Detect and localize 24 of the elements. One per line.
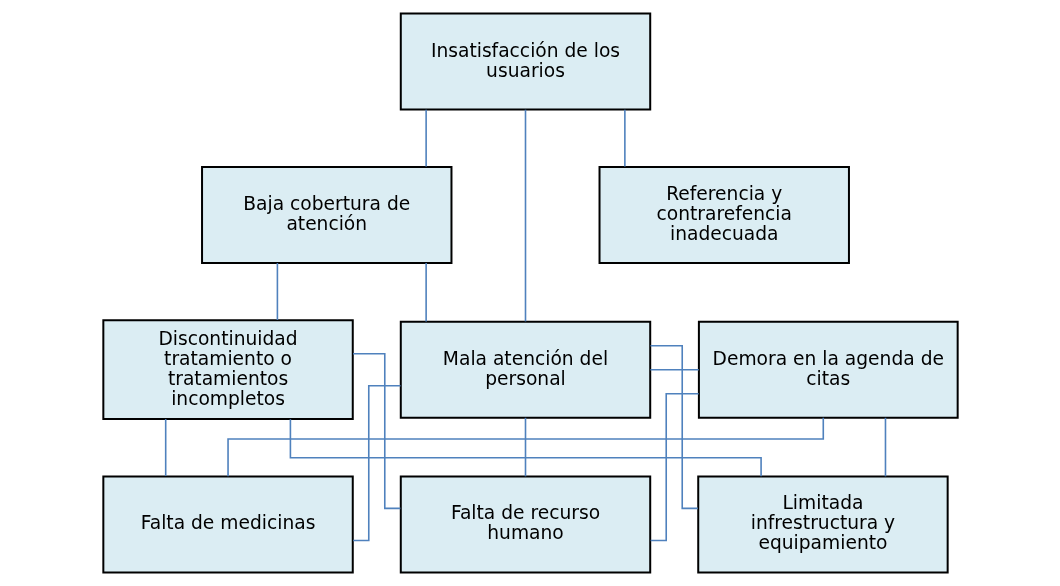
connector xyxy=(276,262,278,321)
connector xyxy=(524,108,526,323)
node-box: Discontinuidad tratamiento o tratamientos incompletos xyxy=(101,319,354,421)
connector xyxy=(623,108,626,168)
node-box: Baja cobertura de atención xyxy=(200,165,452,264)
node-box: Referencia y contrarefencia inadecuada xyxy=(598,165,850,264)
node-box: Insatisfacción de los usuarios xyxy=(399,12,651,111)
node-box: Falta de recurso humano xyxy=(399,475,651,574)
connector xyxy=(649,392,699,542)
node-box: Mala atención del personal xyxy=(399,320,651,419)
connector xyxy=(226,417,824,478)
connector xyxy=(289,418,762,478)
connector xyxy=(649,344,699,510)
connector xyxy=(424,262,427,323)
connector xyxy=(884,417,886,478)
connector xyxy=(351,384,401,542)
node-box: Demora en la agenda de citas xyxy=(697,320,959,419)
node-box: Limitada infrestructura y equipamiento xyxy=(696,475,949,574)
connector xyxy=(524,417,526,478)
connector xyxy=(649,368,700,371)
connector xyxy=(351,352,401,510)
node-box: Falta de medicinas xyxy=(101,475,354,574)
connector xyxy=(424,108,427,168)
connector xyxy=(164,418,166,477)
